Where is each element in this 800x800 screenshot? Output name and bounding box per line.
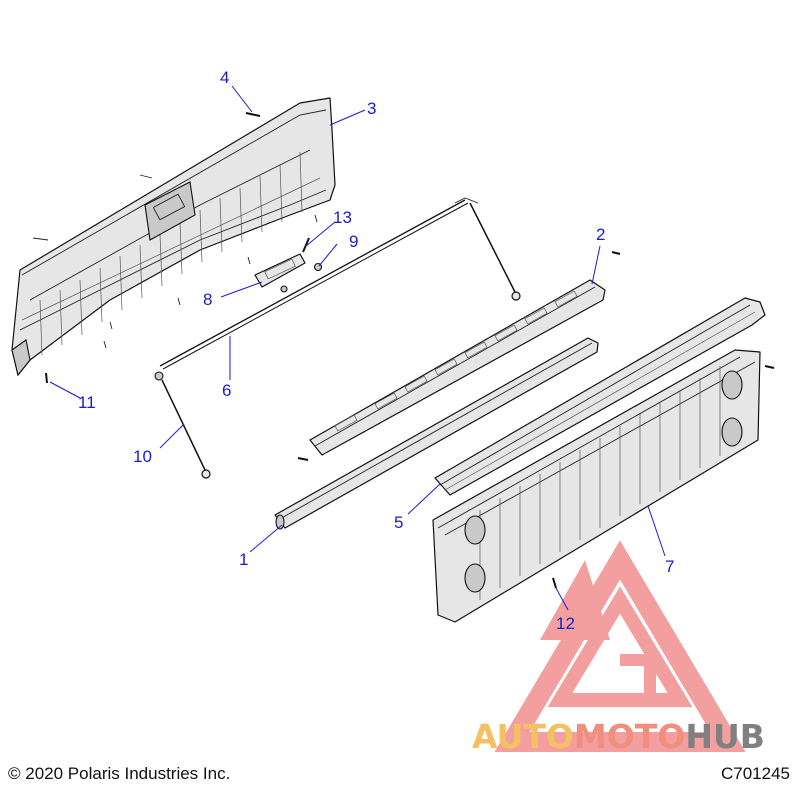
callout-10: 10 bbox=[133, 447, 152, 466]
screw-11 bbox=[45, 372, 48, 384]
callout-11: 11 bbox=[78, 393, 96, 412]
callout-8: 8 bbox=[203, 290, 212, 309]
clip-13 bbox=[302, 237, 310, 253]
latch-8 bbox=[254, 253, 306, 293]
leader-lines bbox=[49, 85, 666, 611]
watermark-text: AUTOMOTOHUB bbox=[472, 717, 765, 756]
copyright-text: © 2020 Polaris Industries Inc. bbox=[8, 764, 231, 783]
outer-tailgate-panel-7 bbox=[432, 349, 761, 623]
callout-7: 7 bbox=[665, 557, 674, 576]
watermark-moto: MOTO bbox=[574, 717, 685, 756]
latch-rod-6 bbox=[154, 197, 479, 381]
callout-12: 12 bbox=[556, 614, 575, 633]
inner-tailgate-panel bbox=[11, 97, 336, 377]
cap-rail-2 bbox=[297, 251, 621, 461]
top-cap-trim-5 bbox=[434, 297, 775, 496]
callout-5: 5 bbox=[394, 513, 403, 532]
watermark-hub: HUB bbox=[685, 717, 765, 756]
screw-4 bbox=[245, 112, 261, 117]
svg-text:AUTOMOTOHUB: AUTOMOTOHUB bbox=[472, 717, 765, 756]
screw-12 bbox=[552, 577, 557, 589]
callout-4: 4 bbox=[220, 68, 229, 87]
callout-6: 6 bbox=[222, 381, 231, 400]
cable-10-left bbox=[161, 379, 211, 479]
drawing-number: C701245 bbox=[720, 764, 790, 783]
bottom-rail-1 bbox=[274, 337, 599, 530]
callout-13: 13 bbox=[333, 208, 352, 227]
callout-1: 1 bbox=[239, 550, 248, 569]
watermark-logo bbox=[494, 540, 746, 752]
callout-3: 3 bbox=[367, 99, 376, 118]
callout-labels: 4 3 2 13 9 8 6 10 11 1 5 7 12 bbox=[78, 68, 674, 633]
callout-2: 2 bbox=[596, 225, 605, 244]
watermark-auto: AUTO bbox=[472, 717, 574, 756]
callout-9: 9 bbox=[349, 232, 358, 251]
cable-10-right bbox=[469, 202, 521, 301]
